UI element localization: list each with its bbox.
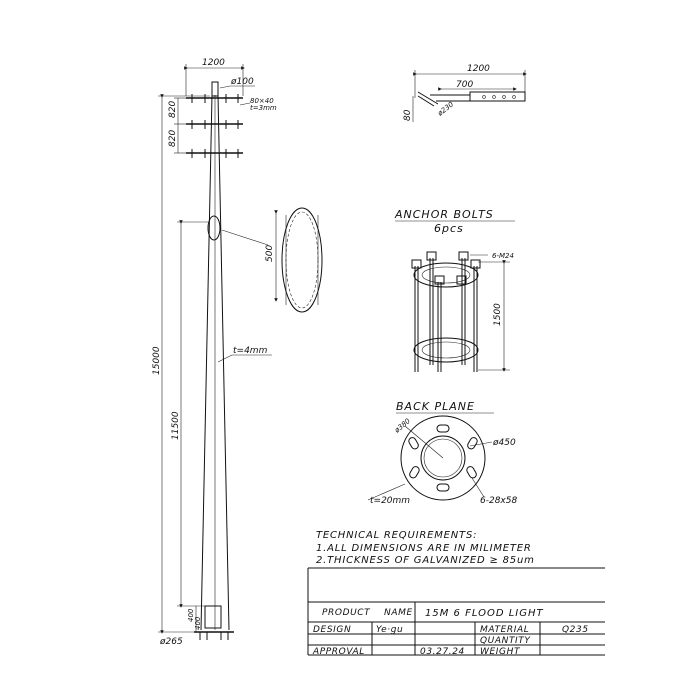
anchor-subtitle: 6pcs <box>434 222 464 235</box>
dim-bracket-inner: 700 <box>456 80 473 90</box>
label-outer-diameter: ø450 <box>492 438 516 448</box>
requirements-line-2: 2.THICKNESS OF GALVANIZED ≥ 85um <box>316 555 535 566</box>
dim-bracket-width: 1200 <box>467 64 490 74</box>
label-crossarm-pipe: ø100 <box>230 77 254 87</box>
crossarms <box>186 94 243 158</box>
label-plate-thickness: t=20mm <box>370 496 410 506</box>
dim-door-height: 500 <box>265 245 275 262</box>
tb-date: 03.27.24 <box>420 647 465 657</box>
pole-elevation: 1200 ø100 80×40 t=3mm 820 820 15000 1150… <box>152 58 277 647</box>
tb-product-name: 15M 6 FLOOD LIGHT <box>425 608 544 619</box>
label-anchor-bolt: 6-M24 <box>492 252 514 260</box>
label-arm-section-2: t=3mm <box>250 104 277 112</box>
label-wall-thickness: t=4mm <box>233 346 268 356</box>
tb-material-label: MATERIAL <box>480 625 529 635</box>
dim-anchor-length: 1500 <box>493 303 503 326</box>
tb-design-label: DESIGN <box>313 625 351 635</box>
door-detail: 500 <box>221 207 323 313</box>
anchor-title: ANCHOR BOLTS <box>394 208 494 221</box>
tb-weight-label: WEIGHT <box>480 647 521 657</box>
tb-approval-label: APPROVAL <box>312 647 365 657</box>
backplane-title: BACK PLANE <box>396 400 475 413</box>
bracket-detail: 1200 700 ø230 80 <box>403 64 527 122</box>
tb-quantity-label: QUANTITY <box>480 636 531 646</box>
tb-product-label: PRODUCT <box>322 608 371 618</box>
back-plane: BACK PLANE ø380 ø450 t=20mm 6-28x58 <box>367 400 517 506</box>
dim-arm-spacing-1: 820 <box>168 101 178 118</box>
dim-crossarm-width: 1200 <box>202 58 225 68</box>
label-bracket-pipe: ø230 <box>436 100 456 118</box>
base-bolts <box>199 632 229 640</box>
dim-bracket-height: 80 <box>403 109 413 121</box>
dim-base-2: 400 <box>194 616 202 630</box>
dim-base-1: 400 <box>187 608 195 622</box>
base-stiffener <box>204 605 222 629</box>
dim-base-diameter: ø265 <box>159 637 183 647</box>
tb-name-label: NAME <box>384 608 413 618</box>
label-slots: 6-28x58 <box>480 496 517 506</box>
dim-total-height: 15000 <box>152 346 162 375</box>
requirements-line-1: 1.ALL DIMENSIONS ARE IN MILIMETER <box>316 543 532 554</box>
technical-requirements: TECHNICAL REQUIREMENTS: 1.ALL DIMENSIONS… <box>316 530 535 566</box>
tb-material-value: Q235 <box>562 625 589 635</box>
top-pipe <box>211 81 219 97</box>
dim-arm-spacing-2: 820 <box>168 130 178 147</box>
dim-shaft-height: 11500 <box>171 411 181 440</box>
anchor-bolts: ANCHOR BOLTS 6pcs 6-M24 1500 <box>394 208 515 372</box>
pole-shaft <box>200 94 230 631</box>
title-block: PRODUCT NAME 15M 6 FLOOD LIGHT DESIGN Ye… <box>307 567 605 657</box>
tb-design-signature: Ye·gu <box>376 625 403 635</box>
door-opening <box>207 215 221 241</box>
requirements-title: TECHNICAL REQUIREMENTS: <box>316 530 477 541</box>
label-arm-section-1: 80×40 <box>250 97 274 105</box>
